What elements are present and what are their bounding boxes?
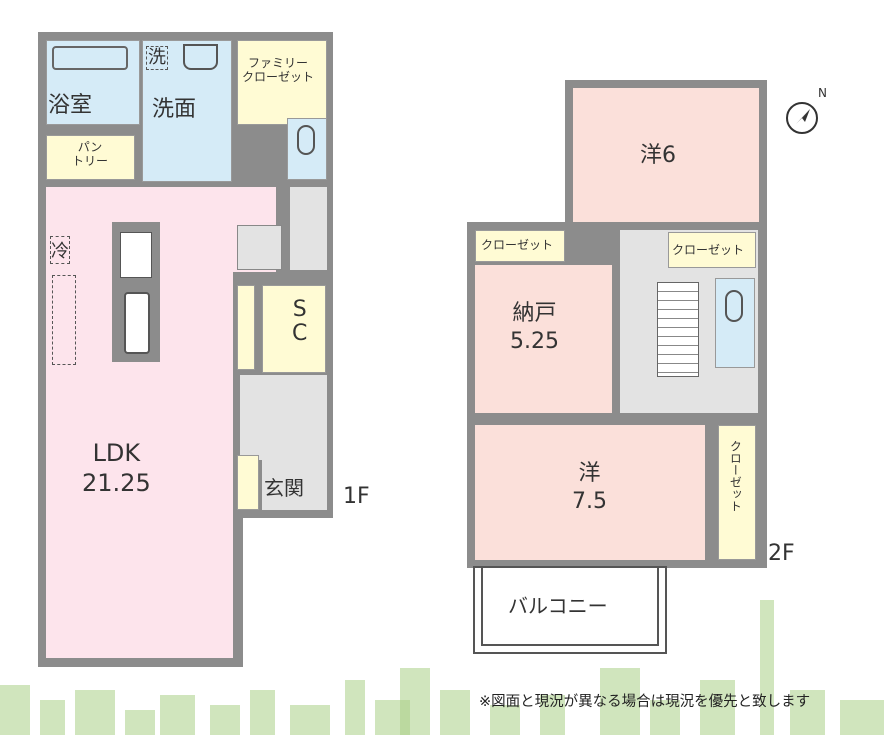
room-label: ファミリークローゼット bbox=[242, 56, 314, 85]
closet bbox=[475, 230, 565, 262]
room-label: クローゼット bbox=[672, 243, 745, 257]
city-building bbox=[75, 690, 115, 735]
floor-label: 1F bbox=[343, 484, 370, 509]
stairs bbox=[657, 282, 699, 377]
city-building bbox=[600, 668, 640, 735]
room-western-6 bbox=[573, 88, 759, 222]
label-line: S bbox=[292, 297, 307, 322]
toilet-icon bbox=[725, 290, 743, 322]
room-label: パントリー bbox=[72, 140, 108, 169]
city-building bbox=[250, 690, 275, 735]
label-line: 7.5 bbox=[572, 488, 607, 514]
city-building bbox=[760, 600, 774, 735]
cupboard bbox=[52, 275, 76, 365]
label-part: 洋 bbox=[640, 143, 663, 168]
city-building bbox=[650, 700, 680, 735]
label-line: トリー bbox=[72, 154, 109, 169]
fridge-label: 冷 bbox=[50, 236, 70, 264]
room-family-closet bbox=[237, 40, 327, 125]
city-building bbox=[400, 668, 430, 735]
sink-icon bbox=[183, 44, 218, 70]
room-label: 浴室 bbox=[48, 93, 93, 118]
label-line: ファミリー bbox=[248, 56, 309, 70]
city-building bbox=[0, 685, 30, 735]
compass-n-mark: N bbox=[818, 86, 827, 100]
entrance-area bbox=[262, 460, 327, 510]
city-building bbox=[700, 680, 735, 735]
hallway bbox=[290, 187, 327, 270]
kitchen-sink-icon bbox=[124, 292, 150, 354]
room-pantry bbox=[46, 135, 135, 180]
city-building bbox=[790, 690, 825, 735]
label-line: パン bbox=[77, 140, 103, 154]
label-line: LDK bbox=[92, 439, 141, 467]
toilet-icon bbox=[297, 125, 315, 155]
label-line: 洋 bbox=[578, 461, 601, 486]
room-label: 洗面 bbox=[152, 97, 197, 122]
room-label: 玄関 bbox=[264, 476, 304, 500]
closet bbox=[718, 425, 756, 560]
compass-north-icon bbox=[786, 102, 818, 134]
room-label: クローゼット bbox=[481, 238, 554, 252]
room-western-7-5 bbox=[475, 425, 705, 560]
city-building bbox=[490, 705, 520, 735]
shoe-closet bbox=[237, 455, 259, 510]
label-line: 5.25 bbox=[510, 328, 559, 354]
city-building bbox=[160, 695, 195, 735]
hallway bbox=[240, 375, 327, 460]
room-storage-sc bbox=[262, 285, 326, 373]
city-building bbox=[345, 680, 365, 735]
stove-icon bbox=[120, 232, 152, 278]
closet bbox=[237, 285, 255, 370]
disclaimer-note: ※図面と現況が異なる場合は現況を優先と致します bbox=[479, 694, 811, 710]
city-building bbox=[540, 695, 565, 735]
room-label: 洋6 bbox=[640, 142, 676, 170]
city-building bbox=[290, 705, 330, 735]
label-line: 納戸 bbox=[512, 301, 557, 326]
floor-label: 2F bbox=[768, 541, 795, 566]
label-line: 21.25 bbox=[82, 469, 151, 497]
city-building bbox=[125, 710, 155, 735]
balcony bbox=[473, 566, 667, 654]
room-storage bbox=[475, 265, 612, 413]
city-building bbox=[840, 700, 884, 735]
balcony-inner-rail bbox=[481, 568, 659, 646]
bathtub-icon bbox=[52, 46, 128, 70]
washer-label: 洗 bbox=[146, 46, 168, 70]
city-building bbox=[40, 700, 65, 735]
city-building bbox=[210, 705, 240, 735]
label-line: クローゼット bbox=[242, 70, 315, 85]
label-part: 6 bbox=[662, 143, 677, 168]
stairs bbox=[237, 225, 282, 270]
closet bbox=[668, 232, 756, 268]
label-line: C bbox=[292, 321, 308, 347]
city-building bbox=[440, 690, 470, 735]
room-label: クローゼット bbox=[728, 440, 743, 512]
room-label: バルコニー bbox=[508, 594, 608, 618]
